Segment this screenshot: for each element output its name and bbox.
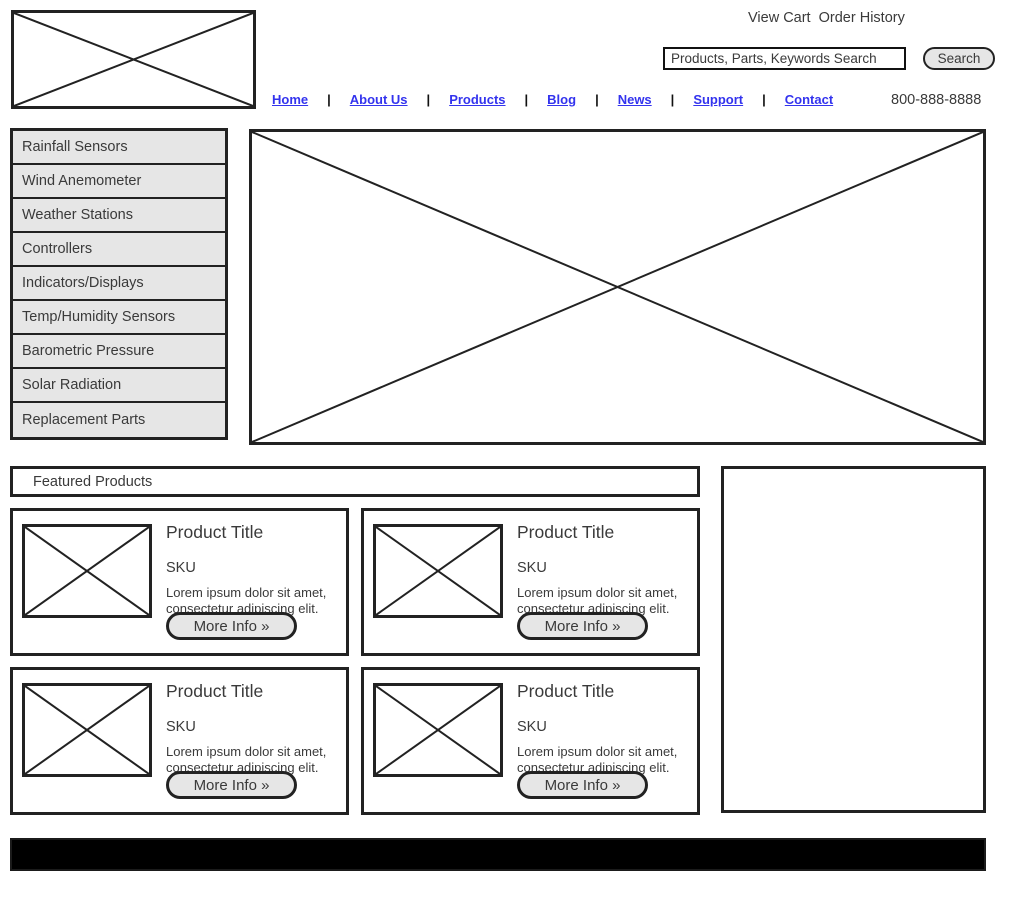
featured-products-header: Featured Products xyxy=(10,466,700,497)
product-card[interactable]: Product Title SKU Lorem ipsum dolor sit … xyxy=(10,508,349,656)
sidebar-item-controllers[interactable]: Controllers xyxy=(13,233,225,267)
nav-separator: | xyxy=(595,92,599,107)
nav-separator: | xyxy=(426,92,431,107)
nav-item-support[interactable]: Support xyxy=(693,92,744,107)
site-footer xyxy=(10,838,986,871)
sidebar-item-rainfall-sensors[interactable]: Rainfall Sensors xyxy=(13,131,225,165)
more-info-button[interactable]: More Info » xyxy=(517,771,648,799)
account-links: View Cart Order History xyxy=(748,10,905,26)
product-title: Product Title xyxy=(166,681,264,701)
sidebar-item-weather-stations[interactable]: Weather Stations xyxy=(13,199,225,233)
product-info: Product Title SKU Lorem ipsum dolor sit … xyxy=(517,678,697,812)
product-card[interactable]: Product Title SKU Lorem ipsum dolor sit … xyxy=(361,508,700,656)
product-title: Product Title xyxy=(517,681,615,701)
sidebar-item-indicators-displays[interactable]: Indicators/Displays xyxy=(13,267,225,301)
product-image-placeholder[interactable] xyxy=(373,524,503,618)
product-image-placeholder[interactable] xyxy=(22,683,152,777)
more-info-button[interactable]: More Info » xyxy=(517,612,648,640)
product-title: Product Title xyxy=(517,522,615,542)
site-header: View Cart Order History Search Home | Ab… xyxy=(0,0,1019,120)
nav-item-news[interactable]: News xyxy=(617,92,652,107)
sidebar-item-barometric-pressure[interactable]: Barometric Pressure xyxy=(13,335,225,369)
product-image-placeholder[interactable] xyxy=(373,683,503,777)
featured-products-title: Featured Products xyxy=(33,473,153,490)
more-info-button[interactable]: More Info » xyxy=(166,612,297,640)
product-info: Product Title SKU Lorem ipsum dolor sit … xyxy=(517,519,697,653)
nav-item-contact[interactable]: Contact xyxy=(784,92,834,107)
phone-number: 800-888-8888 xyxy=(891,92,982,108)
category-sidebar: Rainfall Sensors Wind Anemometer Weather… xyxy=(10,128,228,440)
sidebar-item-wind-anemometer[interactable]: Wind Anemometer xyxy=(13,165,225,199)
logo-placeholder[interactable] xyxy=(11,10,256,109)
placeholder-cross-icon xyxy=(14,13,253,106)
product-card[interactable]: Product Title SKU Lorem ipsum dolor sit … xyxy=(10,667,349,815)
search-button[interactable]: Search xyxy=(923,47,995,70)
nav-item-home[interactable]: Home xyxy=(272,92,309,107)
placeholder-cross-icon xyxy=(376,686,500,774)
product-card[interactable]: Product Title SKU Lorem ipsum dolor sit … xyxy=(361,667,700,815)
nav-separator: | xyxy=(524,92,529,107)
sidebar-item-temp-humidity-sensors[interactable]: Temp/Humidity Sensors xyxy=(13,301,225,335)
product-info: Product Title SKU Lorem ipsum dolor sit … xyxy=(166,678,346,812)
nav-item-blog[interactable]: Blog xyxy=(547,92,577,107)
promo-panel[interactable] xyxy=(721,466,986,813)
placeholder-cross-icon xyxy=(25,527,149,615)
product-grid: Product Title SKU Lorem ipsum dolor sit … xyxy=(10,508,700,815)
nav-separator: | xyxy=(670,92,675,107)
placeholder-cross-icon xyxy=(25,686,149,774)
product-image-placeholder[interactable] xyxy=(22,524,152,618)
placeholder-cross-icon xyxy=(376,527,500,615)
product-info: Product Title SKU Lorem ipsum dolor sit … xyxy=(166,519,346,653)
nav-separator: | xyxy=(327,92,331,107)
search-area: Search xyxy=(663,47,995,70)
hero-banner-placeholder[interactable] xyxy=(249,129,986,445)
more-info-button[interactable]: More Info » xyxy=(166,771,297,799)
sidebar-item-replacement-parts[interactable]: Replacement Parts xyxy=(13,403,225,437)
nav-item-about-us[interactable]: About Us xyxy=(349,92,408,107)
product-sku: SKU xyxy=(517,560,547,577)
order-history-link[interactable]: Order History xyxy=(818,10,905,26)
search-input[interactable] xyxy=(663,47,906,70)
main-navigation: Home | About Us | Products | Blog | News… xyxy=(272,92,833,107)
placeholder-cross-icon xyxy=(252,132,983,442)
product-title: Product Title xyxy=(166,522,264,542)
product-sku: SKU xyxy=(517,719,547,736)
sidebar-item-solar-radiation[interactable]: Solar Radiation xyxy=(13,369,225,403)
nav-separator: | xyxy=(762,92,766,107)
view-cart-link[interactable]: View Cart xyxy=(748,10,811,26)
product-sku: SKU xyxy=(166,719,196,736)
nav-item-products[interactable]: Products xyxy=(449,92,506,107)
product-sku: SKU xyxy=(166,560,196,577)
